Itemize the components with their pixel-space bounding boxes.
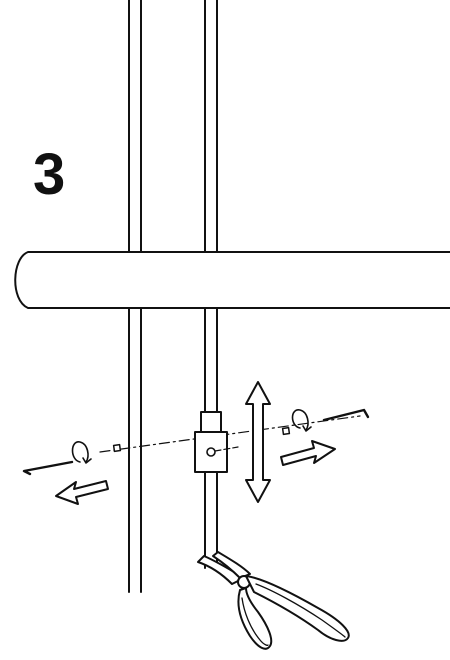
clamp-block xyxy=(194,411,239,473)
set-screw-right xyxy=(281,426,291,436)
vertical-rod-right xyxy=(204,0,218,569)
double-arrow-icon xyxy=(245,381,271,503)
vertical-rail-left xyxy=(128,0,142,593)
hollow-arrow-icon-right xyxy=(280,440,336,466)
step-number: 3 xyxy=(33,142,66,207)
rotate-arrow-icon-left xyxy=(71,441,92,464)
hollow-arrow-icon-left xyxy=(55,480,109,505)
pliers-icon xyxy=(197,551,350,650)
hex-key-left xyxy=(22,460,74,476)
set-screw-left xyxy=(112,443,122,453)
horizontal-bar xyxy=(14,251,450,309)
rotate-arrow-icon-right xyxy=(291,409,312,432)
hex-key-right xyxy=(322,408,370,422)
axis-line xyxy=(99,415,361,453)
